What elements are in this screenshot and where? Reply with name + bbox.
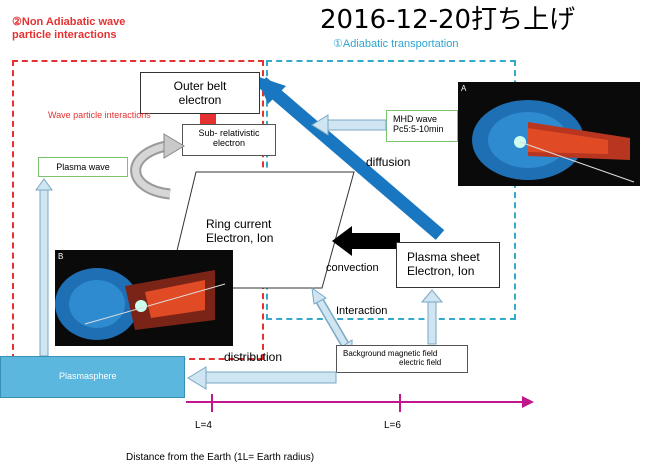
axis-label: Distance from the Earth (1L= Earth radiu… <box>126 452 314 464</box>
axis-tick-l4: L=4 <box>195 420 212 432</box>
axis-tick-l6: L=6 <box>384 420 401 432</box>
